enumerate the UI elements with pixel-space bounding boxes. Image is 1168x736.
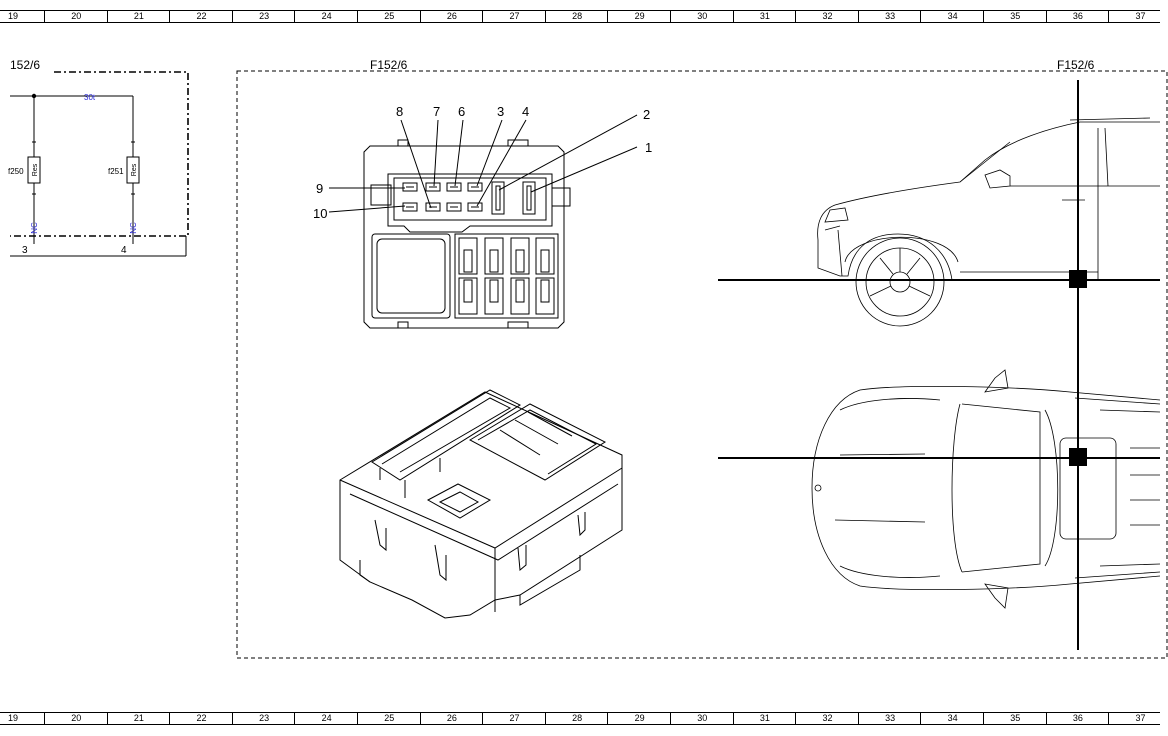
ruler-column-26: 26 <box>419 712 484 724</box>
fuse-f250-pin: 3 <box>22 245 28 256</box>
fuse-f251-pin: 4 <box>121 245 127 256</box>
ruler-column-32: 32 <box>795 10 859 22</box>
pin-label-9: 9 <box>316 181 323 196</box>
fuse-schematic: 152/6 30t Res f250 NC 3 <box>8 58 189 257</box>
ruler-column-36: 36 <box>1045 10 1110 22</box>
ruler-column-31: 31 <box>732 712 797 724</box>
ruler-column-20: 20 <box>44 712 108 724</box>
ruler-column-34: 34 <box>920 712 984 724</box>
ruler-column-30: 30 <box>670 10 734 22</box>
ruler-column-19: 19 <box>8 713 19 723</box>
ruler-column-26: 26 <box>419 10 484 22</box>
component-ref-center: F152/6 <box>370 58 408 72</box>
ruler-column-25: 25 <box>357 712 421 724</box>
ruler-column-37: 37 <box>1108 712 1168 724</box>
fuse-f250: Res f250 NC 3 <box>8 96 41 256</box>
pin-label-6: 6 <box>458 104 465 119</box>
fuse-f251-nc: NC <box>129 222 138 234</box>
component-frame <box>236 70 1168 659</box>
component-ref-right: F152/6 <box>1057 58 1095 72</box>
ruler-column-23: 23 <box>231 10 296 22</box>
ruler-column-27: 27 <box>482 712 546 724</box>
ruler-column-23: 23 <box>231 712 296 724</box>
ruler-column-19: 19 <box>8 11 19 21</box>
ruler-column-32: 32 <box>795 712 859 724</box>
pin-labels: 8 7 6 3 4 2 1 9 10 <box>313 104 652 221</box>
net-label-30t: 30t <box>84 93 96 102</box>
ruler-column-36: 36 <box>1045 712 1110 724</box>
ruler-column-21: 21 <box>106 712 171 724</box>
locator-marker-icon <box>718 80 1160 650</box>
ruler-column-31: 31 <box>732 10 797 22</box>
ruler-column-20: 20 <box>44 10 108 22</box>
ruler-column-29: 29 <box>607 10 671 22</box>
fuse-f251: Res f251 NC 4 <box>108 96 140 256</box>
pin-label-8: 8 <box>396 104 403 119</box>
ruler-column-24: 24 <box>294 712 358 724</box>
fuse-f250-text: Res <box>32 163 39 176</box>
ruler-column-33: 33 <box>857 712 922 724</box>
car-top-view-icon <box>811 369 1161 609</box>
ruler-column-29: 29 <box>607 712 671 724</box>
fuse-box-front-view-icon <box>328 114 638 329</box>
fuse-box-3d-view-icon <box>339 389 623 619</box>
schematic-ref-label: 152/6 <box>10 58 40 72</box>
ruler-column-34: 34 <box>920 10 984 22</box>
fuse-f250-nc: NC <box>30 222 39 234</box>
ruler-column-35: 35 <box>983 10 1047 22</box>
ruler-column-28: 28 <box>544 712 609 724</box>
ruler-column-24: 24 <box>294 10 358 22</box>
pin-label-7: 7 <box>433 104 440 119</box>
pin-label-1: 1 <box>645 140 652 155</box>
fuse-f251-name: f251 <box>108 167 124 176</box>
ruler-column-37: 37 <box>1108 10 1168 22</box>
car-side-view-icon <box>817 117 1160 327</box>
pin-label-10: 10 <box>313 206 327 221</box>
ruler-column-22: 22 <box>169 712 233 724</box>
pin-label-3: 3 <box>497 104 504 119</box>
ruler-column-35: 35 <box>983 712 1047 724</box>
pin-label-4: 4 <box>522 104 529 119</box>
fuse-f250-name: f250 <box>8 167 24 176</box>
pin-label-2: 2 <box>643 107 650 122</box>
ruler-column-21: 21 <box>106 10 171 22</box>
ruler-column-28: 28 <box>544 10 609 22</box>
fuse-f251-text: Res <box>131 163 138 176</box>
ruler-column-22: 22 <box>169 10 233 22</box>
ruler-column-30: 30 <box>670 712 734 724</box>
ruler-column-25: 25 <box>357 10 421 22</box>
ruler-column-33: 33 <box>857 10 922 22</box>
ruler-column-27: 27 <box>482 10 546 22</box>
